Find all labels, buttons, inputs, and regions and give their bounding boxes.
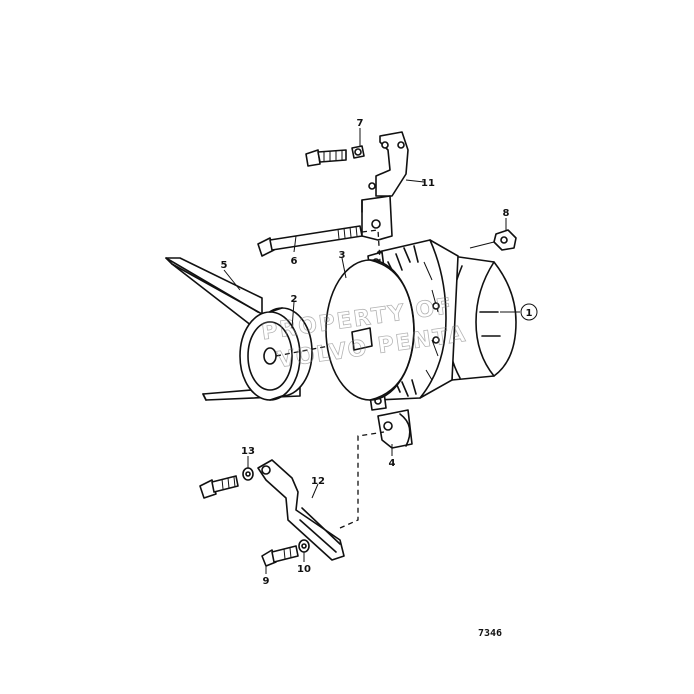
label-tension-bracket: 12 xyxy=(311,476,325,487)
lower-bolt xyxy=(261,545,299,567)
upper-bracket xyxy=(361,131,409,241)
label-fan: 3 xyxy=(339,250,346,261)
lower-lug xyxy=(377,409,413,449)
label-pulley: 2 xyxy=(291,294,298,305)
pulley xyxy=(239,307,313,401)
label-upper-screw: 7 xyxy=(357,118,364,129)
label-lower-bolt: 9 xyxy=(263,576,270,587)
label-long-bolt: 6 xyxy=(291,256,298,267)
tension-bracket xyxy=(257,431,385,561)
label-lower-washer: 10 xyxy=(297,564,311,575)
label-v-belt: 5 xyxy=(221,260,228,271)
alternator-callout-circle xyxy=(520,303,538,321)
long-bolt xyxy=(257,225,381,263)
label-upper-bracket: 11 xyxy=(421,178,435,189)
part-labels: 1 2 3 4 5 6 7 8 9 10 11 12 13 xyxy=(221,118,538,587)
label-alternator: 1 xyxy=(526,308,533,319)
leader-lines xyxy=(223,128,520,574)
label-lower-bracket-lug: 4 xyxy=(389,458,396,469)
screw-washer xyxy=(199,467,254,499)
nut xyxy=(469,229,517,251)
fan xyxy=(325,259,415,401)
upper-screw xyxy=(305,145,365,167)
figure-number: 7346 xyxy=(478,628,502,639)
label-nut: 8 xyxy=(503,208,510,219)
lower-washer xyxy=(298,539,310,553)
label-screw-washer: 13 xyxy=(241,446,255,457)
